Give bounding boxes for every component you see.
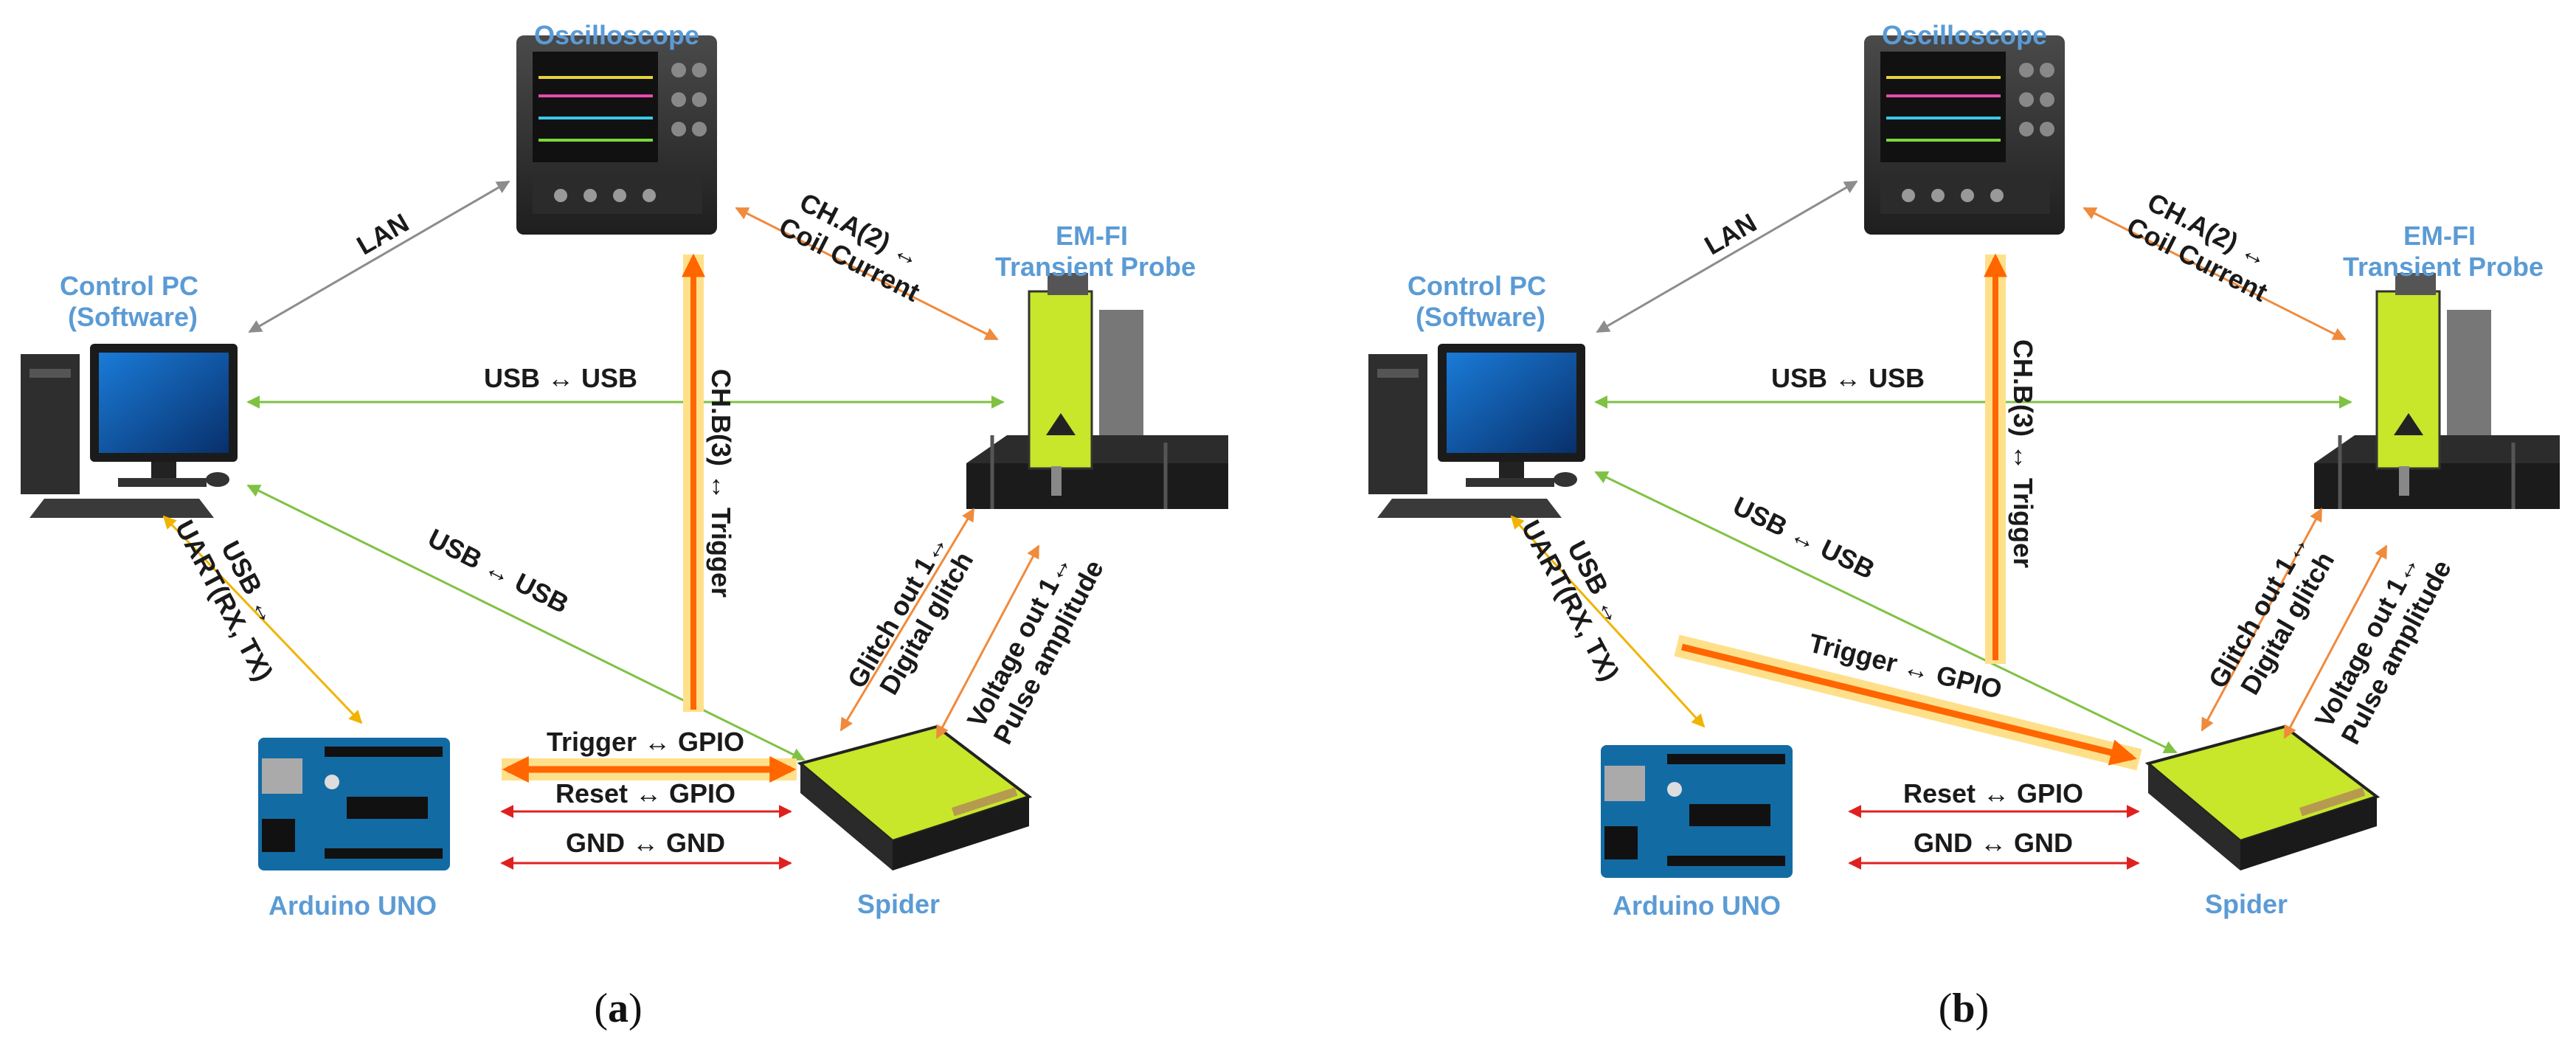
lan-label: LAN <box>351 207 414 261</box>
uart-link <box>1510 515 1706 728</box>
arduino-title: Arduino UNO <box>269 890 437 921</box>
lan-link <box>1596 180 1858 333</box>
oscilloscope-title: Oscilloscope <box>1882 20 2047 50</box>
reset-label: Reset ↔ GPIO <box>555 778 735 809</box>
chb-label: CH.B(3) ↔ Trigger <box>2008 339 2038 568</box>
voltage-label: Voltage out 1↔ Pulse amplitude <box>960 541 1109 749</box>
usb-probe-label: USB ↔ USB <box>1771 363 1925 393</box>
lan-label: LAN <box>1699 207 1762 261</box>
trigger-gpio-link <box>1674 634 2142 771</box>
cha-label: CH.A(2) ↔ Coil Current <box>775 183 939 307</box>
arduino-title: Arduino UNO <box>1613 890 1781 921</box>
cha-link <box>2082 207 2347 341</box>
oscilloscope-device <box>1864 35 2065 235</box>
panel-a: Oscilloscope Control PC (Software) EM-FI… <box>21 20 1228 1031</box>
control-pc-device <box>21 344 238 518</box>
oscilloscope-device <box>516 35 717 235</box>
control-pc-title: Control PC (Software) <box>1408 271 1554 332</box>
spider-device <box>2144 724 2381 870</box>
usb-probe-label: USB ↔ USB <box>484 363 637 393</box>
trigger-label: Trigger ↔ GPIO <box>547 727 744 757</box>
em-fi-probe-device <box>966 273 1228 509</box>
panel-b: Oscilloscope Control PC (Software) EM-FI… <box>1368 20 2560 1031</box>
caption-b: (b) <box>1939 986 1989 1031</box>
gnd-label: GND ↔ GND <box>566 828 725 858</box>
spider-title: Spider <box>2205 889 2288 919</box>
oscilloscope-title: Oscilloscope <box>534 20 699 50</box>
probe-title: EM-FI Transient Probe <box>2343 221 2544 282</box>
glitch-label: Glitch out 1↔ Digital glitch <box>2202 522 2345 709</box>
control-pc-device <box>1368 344 1585 518</box>
usb-spider-link <box>1594 471 2178 754</box>
voltage-link <box>935 544 1040 739</box>
em-fi-probe-device <box>2314 273 2560 509</box>
usb-uart-label: USB ↔ UART(RX, TX) <box>1516 501 1653 686</box>
voltage-link <box>2283 544 2388 739</box>
spider-device <box>797 724 1033 870</box>
caption-a: (a) <box>594 986 642 1031</box>
chb-label: CH.B(3) ↔ Trigger <box>706 369 736 598</box>
lan-link <box>248 180 510 333</box>
control-pc-title: Control PC (Software) <box>60 271 206 332</box>
uart-link <box>162 515 363 724</box>
usb-uart-label: USB ↔ UART(RX, TX) <box>170 501 307 686</box>
gnd-label: GND ↔ GND <box>1914 828 2073 858</box>
arduino-uno-device <box>258 738 450 870</box>
usb-spider-label: USB ↔ USB <box>423 522 574 619</box>
glitch-label: Glitch out 1↔ Digital glitch <box>841 522 984 709</box>
arduino-uno-device <box>1601 745 1793 878</box>
cha-link <box>735 207 999 341</box>
probe-title: EM-FI Transient Probe <box>995 221 1196 282</box>
spider-title: Spider <box>857 889 940 919</box>
cha-label: CH.A(2) ↔ Coil Current <box>2122 183 2287 307</box>
usb-spider-label: USB ↔ USB <box>1728 491 1880 585</box>
reset-label: Reset ↔ GPIO <box>1903 778 2083 809</box>
